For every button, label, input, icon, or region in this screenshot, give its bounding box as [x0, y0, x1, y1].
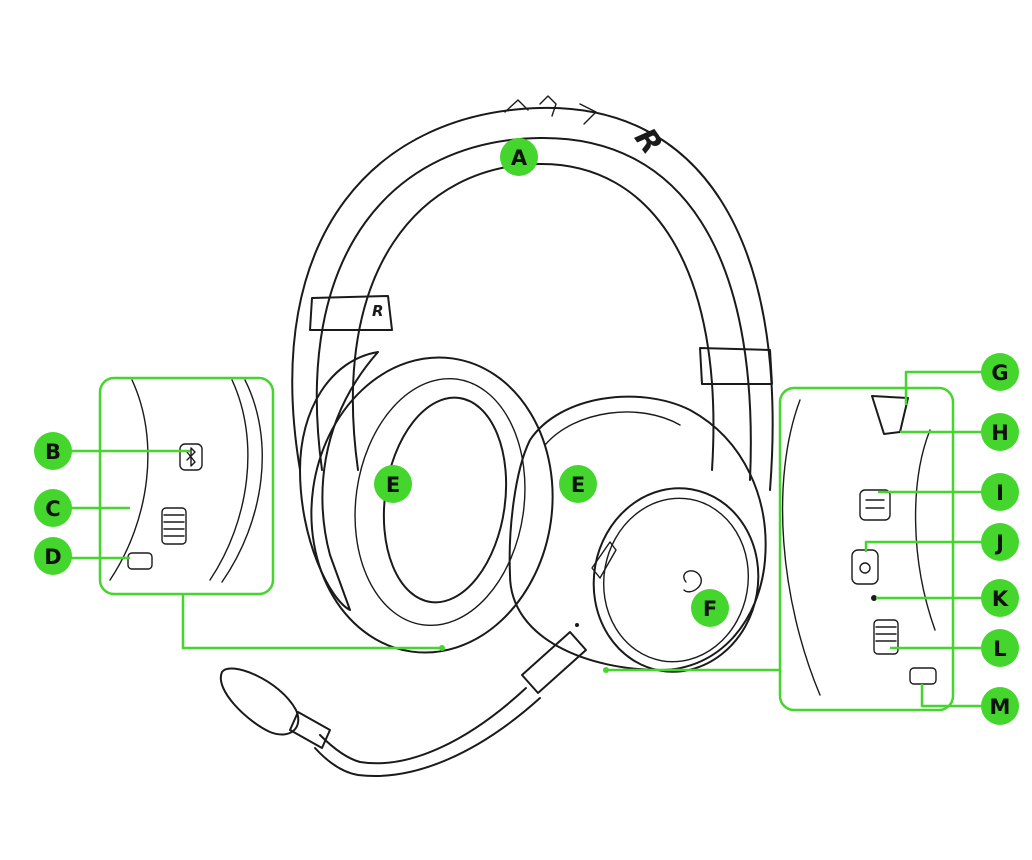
- label-e-left: E: [374, 465, 412, 503]
- svg-text:M: M: [990, 695, 1011, 719]
- svg-text:H: H: [991, 421, 1009, 445]
- label-h: H: [981, 413, 1019, 451]
- label-j: J: [981, 523, 1019, 561]
- microphone: [219, 631, 587, 777]
- label-l: L: [981, 629, 1019, 667]
- callout-lines: [53, 370, 1000, 708]
- svg-text:J: J: [994, 531, 1004, 555]
- status-led: [871, 595, 877, 601]
- label-m: M: [981, 687, 1019, 725]
- label-a: A: [500, 138, 538, 176]
- power-button: [851, 549, 879, 585]
- svg-text:C: C: [45, 497, 60, 521]
- mic-mute-toggle: [909, 667, 937, 685]
- svg-text:E: E: [386, 473, 400, 497]
- bluetooth-button: [179, 443, 203, 471]
- label-d: D: [34, 537, 72, 575]
- svg-text:E: E: [571, 473, 585, 497]
- left-earcup: [299, 351, 554, 654]
- right-earcup-plate: [592, 487, 760, 673]
- label-i: I: [981, 473, 1019, 511]
- label-b: B: [34, 432, 72, 470]
- label-c: C: [34, 489, 72, 527]
- mic-volume-dial: [873, 619, 899, 655]
- label-f: F: [691, 589, 729, 627]
- svg-text:L: L: [993, 637, 1006, 661]
- svg-text:A: A: [511, 146, 528, 170]
- svg-text:F: F: [703, 597, 717, 621]
- svg-text:K: K: [992, 587, 1009, 611]
- headband-side-mark: R: [372, 302, 384, 320]
- mic-mute-switch: [127, 552, 153, 570]
- razer-logo-icon: [683, 570, 702, 593]
- bluetooth-icon: [186, 447, 196, 467]
- headband-top-mark: R: [627, 122, 669, 161]
- svg-text:B: B: [45, 440, 61, 464]
- svg-text:G: G: [991, 361, 1008, 385]
- label-g: G: [981, 353, 1019, 391]
- svg-text:D: D: [44, 545, 61, 569]
- volume-dial: [161, 507, 187, 545]
- usb-c-port: [859, 489, 891, 521]
- mic-port: [871, 395, 909, 435]
- right-earcup: [508, 395, 767, 673]
- svg-text:I: I: [996, 481, 1004, 505]
- label-k: K: [981, 579, 1019, 617]
- left-inset: [98, 376, 275, 596]
- label-e-right: E: [559, 465, 597, 503]
- power-icon: [859, 562, 871, 574]
